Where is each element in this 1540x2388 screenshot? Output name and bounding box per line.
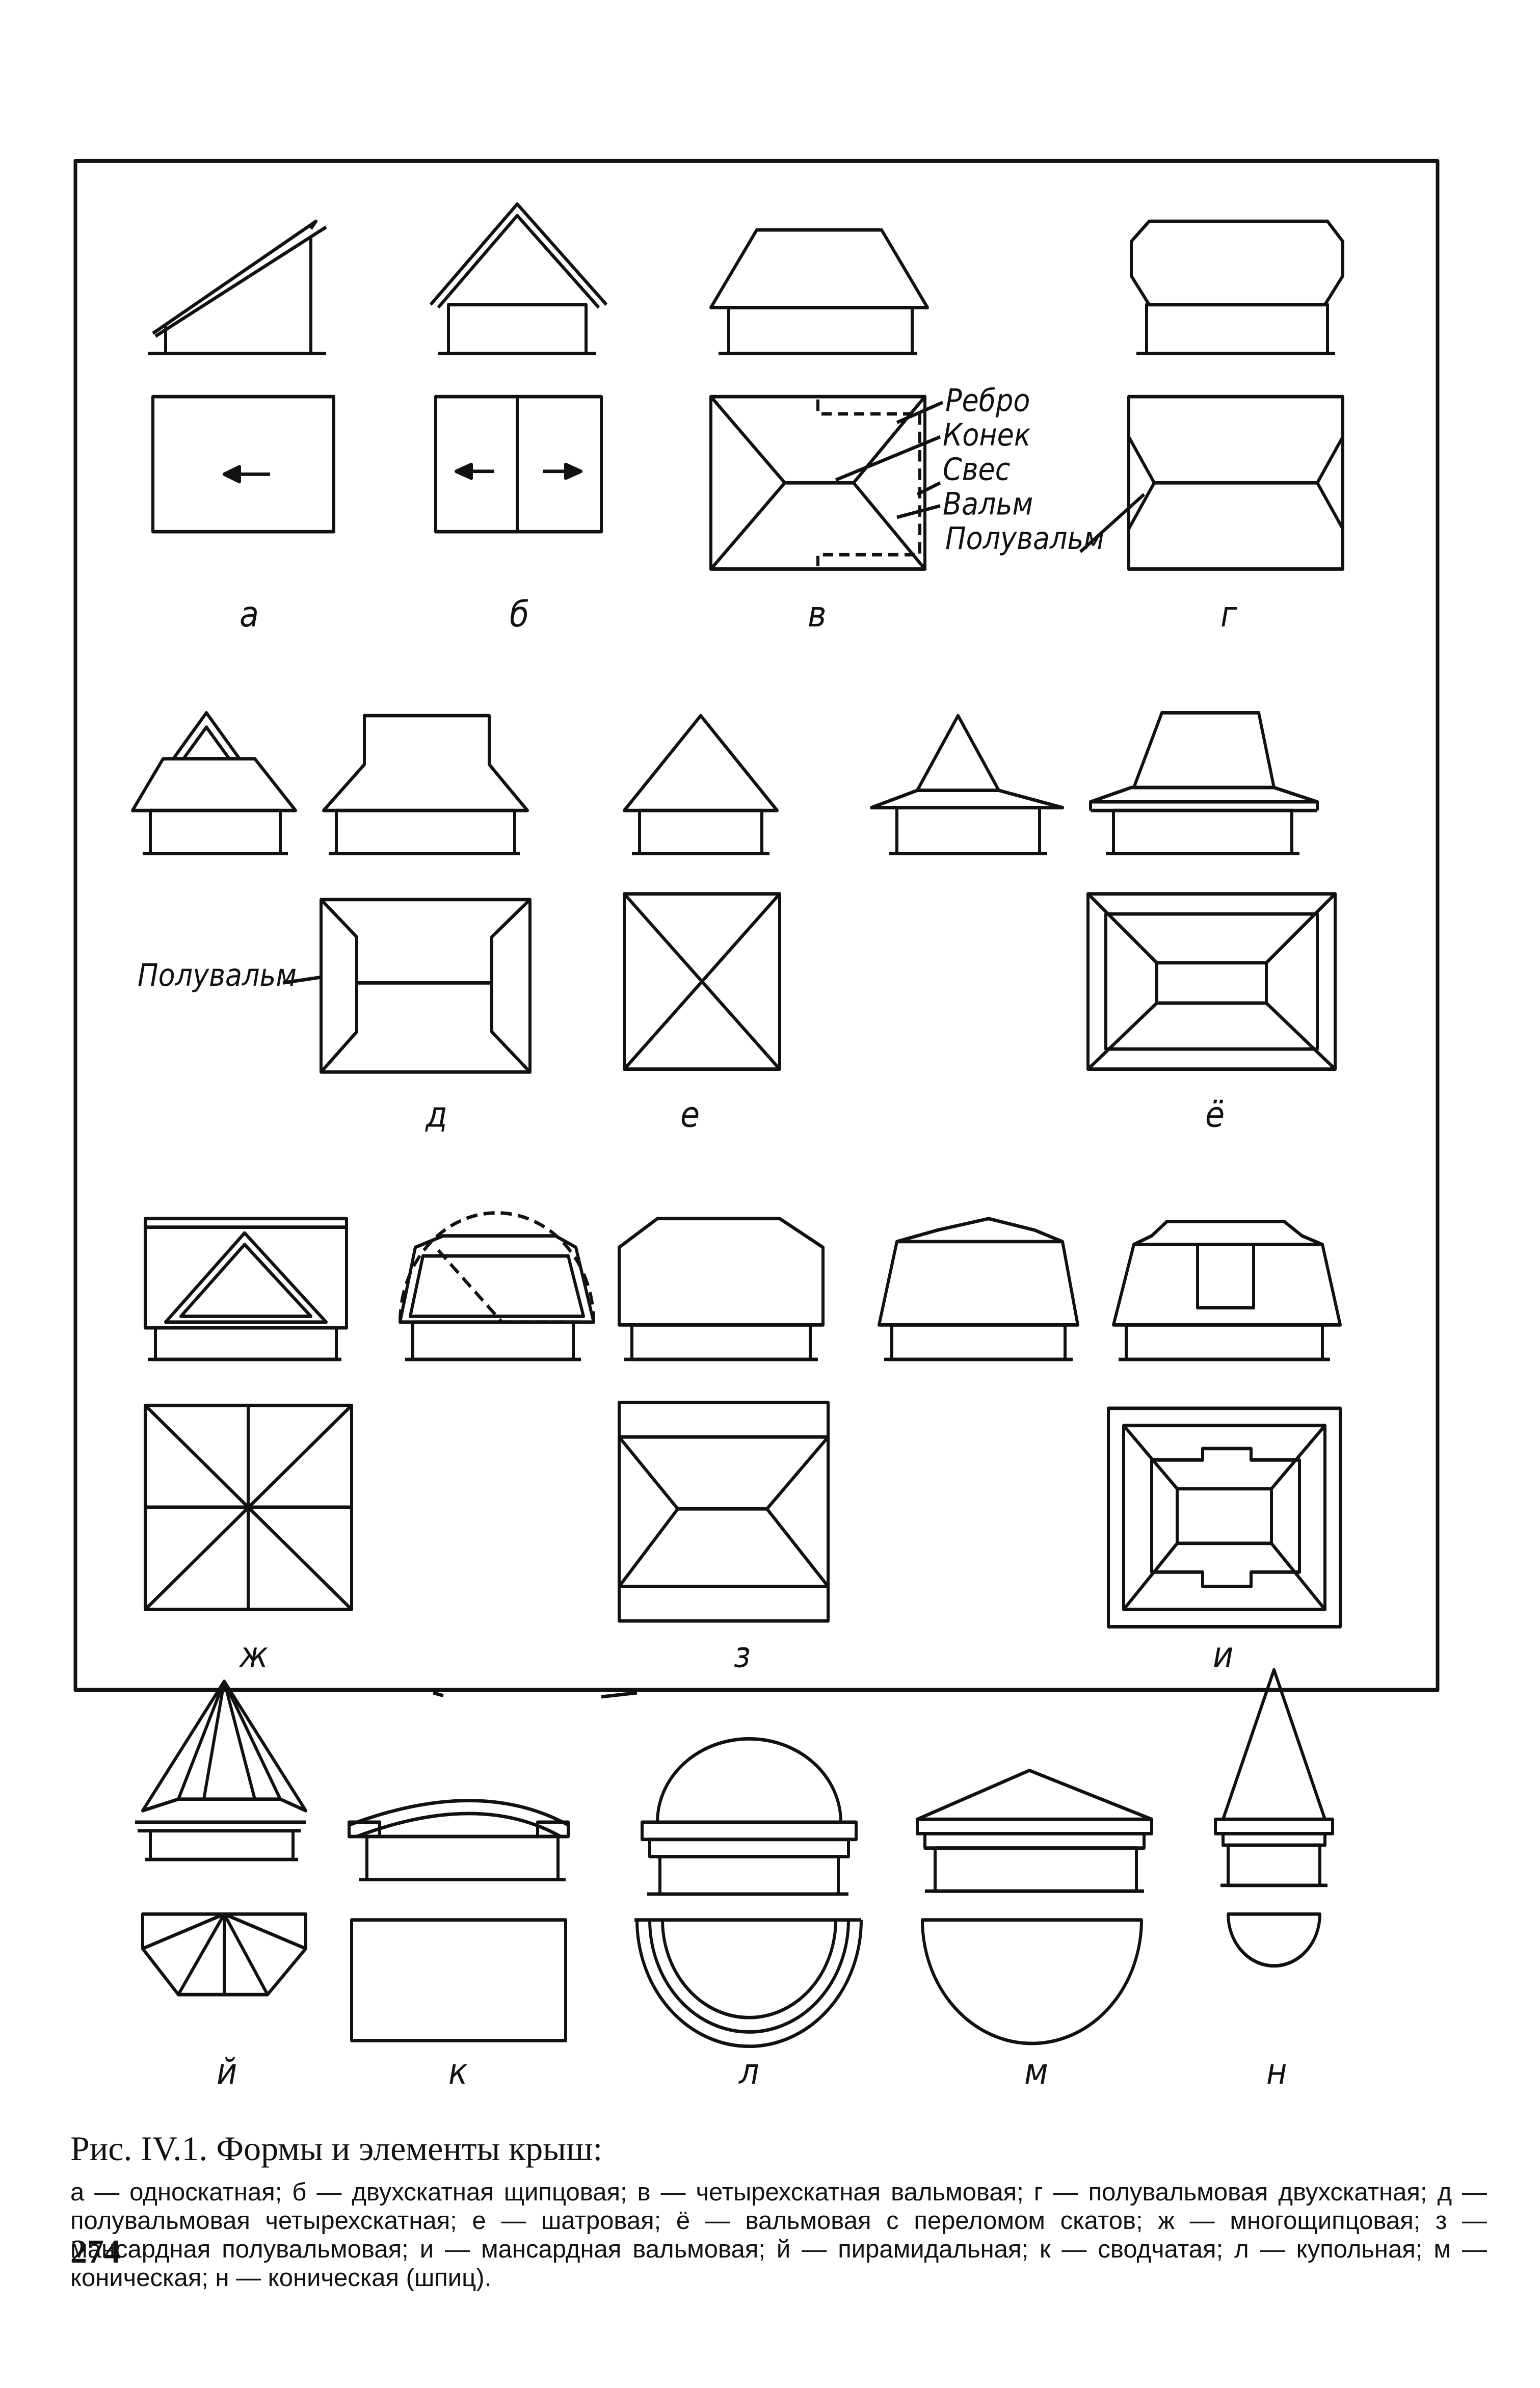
- roof-a-drawing: [148, 219, 335, 534]
- roof-v-drawing: [709, 228, 944, 571]
- annotation-rebro: Ребро: [945, 382, 1030, 418]
- page-number: 274: [70, 2233, 121, 2270]
- roof-k-drawing: [348, 1799, 570, 2042]
- roof-small-tent-drawing: [870, 714, 1064, 856]
- label-n: н: [1266, 2051, 1287, 2092]
- label-g: г: [1220, 594, 1237, 635]
- roof-mansard-arc-drawing: [399, 1211, 595, 1361]
- label-zh: ж: [238, 1634, 268, 1675]
- caption-text: а — односкатная; б — двухскатная щипцова…: [70, 2179, 1487, 2292]
- figure-caption: Рис. IV.1. Формы и элементы крыш: а — од…: [70, 2128, 1487, 2292]
- roof-e-drawing: [623, 714, 781, 1071]
- roof-g-drawing: [1079, 219, 1344, 571]
- annotation-konek: Конек: [943, 417, 1031, 453]
- label-b: б: [510, 594, 529, 635]
- figure-frame: [73, 159, 1440, 1692]
- roof-z-drawing: [618, 1217, 830, 1623]
- annotation-valm: Вальм: [943, 486, 1033, 522]
- annotation-poluvalm: Полувальм: [945, 520, 1104, 557]
- roof-m-drawing: [916, 1768, 1153, 2045]
- label-v: в: [808, 594, 827, 635]
- roof-d-drawing: [131, 711, 532, 1074]
- roof-n-drawing: [1214, 1668, 1334, 1968]
- roof-mansard-small-drawing: [878, 1217, 1079, 1361]
- label-z: з: [734, 1634, 751, 1675]
- roof-l-drawing: [634, 1737, 863, 2049]
- label-i: и: [1213, 1634, 1233, 1675]
- label-d: д: [425, 1094, 447, 1135]
- label-y: й: [217, 2051, 237, 2092]
- label-e: е: [680, 1094, 700, 1135]
- roof-zh-drawing: [144, 1217, 353, 1611]
- annotation-poluvalm-d: Полувальм: [138, 957, 297, 993]
- roof-b-drawing: [429, 202, 608, 534]
- label-yo: ё: [1205, 1094, 1225, 1135]
- label-k: к: [448, 2051, 468, 2092]
- label-l: л: [738, 2051, 759, 2092]
- roof-y-drawing: [135, 1680, 307, 1997]
- roof-forms-figure: Ребро Конек Свес Вальм Полувальм Полувал…: [73, 159, 1440, 2092]
- roof-yo-drawing: [1086, 711, 1337, 1071]
- label-m: м: [1024, 2051, 1048, 2092]
- label-a: а: [240, 594, 259, 635]
- caption-title: Рис. IV.1. Формы и элементы крыш:: [70, 2129, 603, 2168]
- annotation-sves: Свес: [943, 452, 1010, 488]
- roof-i-drawing: [1107, 1220, 1342, 1629]
